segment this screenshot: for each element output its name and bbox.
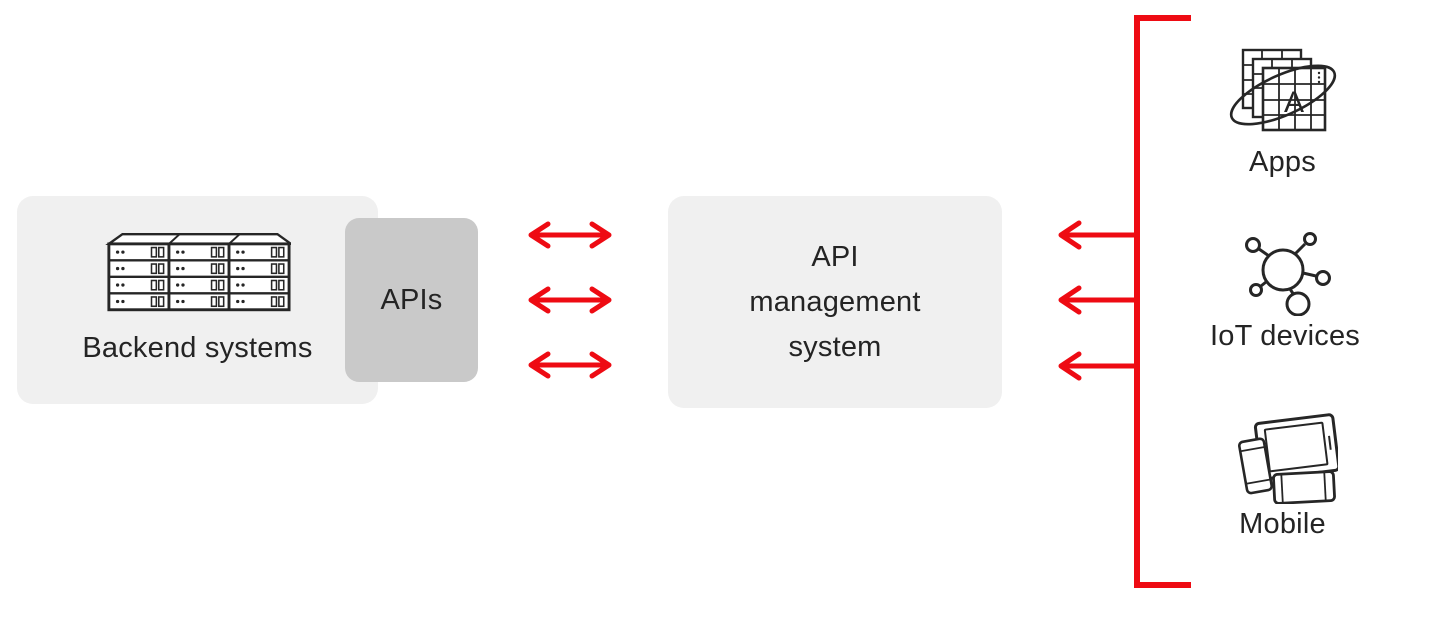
inbound-arrow [1058,220,1137,250]
inbound-arrow [1058,351,1137,381]
apis-box: APIs [345,218,478,382]
clients-bracket [1134,15,1191,588]
client-mobile: Mobile [1205,410,1360,541]
bidirectional-arrow [528,351,612,379]
backend-systems-box: Backend systems [17,196,378,404]
api-management-system-box: API management system [668,196,1002,408]
client-apps: A Apps [1205,44,1360,179]
apis-label: APIs [380,283,443,316]
iot-devices-icon [1245,232,1331,316]
apps-icon: A [1229,48,1336,132]
api-management-system-label: API management system [749,240,921,363]
iot-devices-label: IoT devices [1210,320,1360,352]
apps-label: Apps [1249,146,1316,178]
backend-systems-label: Backend systems [82,332,313,364]
client-iot-devices: IoT devices [1185,228,1385,353]
bidirectional-arrow [528,286,612,314]
bidirectional-arrow [528,221,612,249]
server-rack-icon [105,233,291,312]
inbound-arrow [1058,285,1137,315]
mobile-devices-icon [1237,413,1338,504]
mobile-label: Mobile [1239,508,1326,540]
